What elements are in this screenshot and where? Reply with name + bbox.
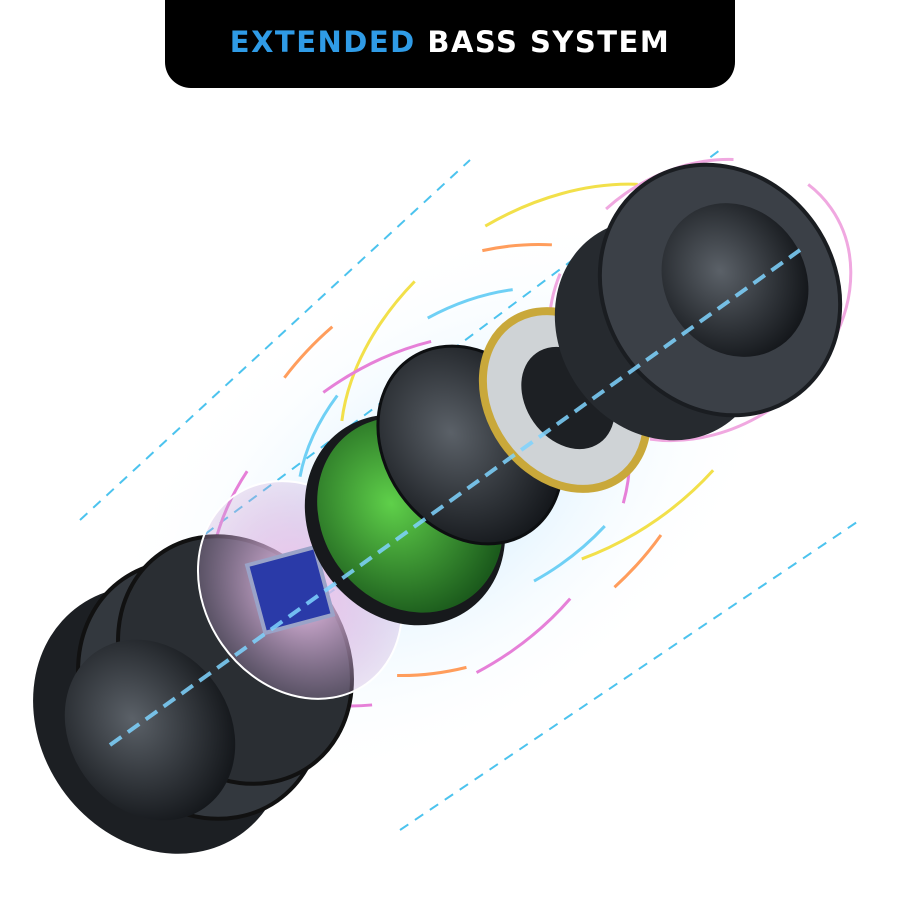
- title-rest: BASS SYSTEM: [427, 25, 671, 59]
- title-banner: EXTENDED BASS SYSTEM: [165, 0, 735, 88]
- axis-beam: [108, 248, 802, 747]
- top-cap: [554, 162, 843, 441]
- title-highlight: EXTENDED: [229, 25, 416, 59]
- banner-title: EXTENDED BASS SYSTEM: [230, 25, 670, 59]
